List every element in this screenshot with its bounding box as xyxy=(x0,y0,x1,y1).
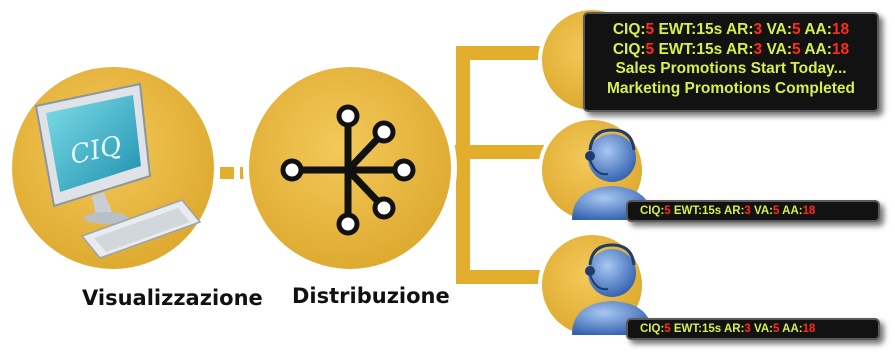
ciq-value: 5 xyxy=(664,323,671,335)
va-value: 5 xyxy=(792,21,801,38)
ciq-value: 5 xyxy=(664,205,671,217)
desktop-computer-icon: CIQ xyxy=(34,82,202,259)
aa-value: 18 xyxy=(802,205,816,217)
distribution-label: Distribuzione xyxy=(292,284,450,308)
aa-value: 18 xyxy=(802,323,816,335)
ewt-value: EWT:15s xyxy=(673,323,722,335)
ciq-key: CIQ: xyxy=(640,205,665,217)
status-row: CIQ:5 EWT:15s AR:3 VA:5 AA:18 xyxy=(585,40,877,60)
aa-key: AA: xyxy=(804,40,832,58)
agent-headset-icon xyxy=(572,243,652,335)
ewt-value: EWT:15s xyxy=(658,21,723,38)
aa-value: 18 xyxy=(831,21,850,38)
visualization-node: CIQ xyxy=(6,61,220,275)
ar-key: AR: xyxy=(723,205,745,217)
ciq-value: 5 xyxy=(645,40,655,58)
ciq-key: CIQ: xyxy=(612,21,646,38)
ciq-key: CIQ: xyxy=(640,323,665,335)
ewt-value: EWT:15s xyxy=(673,205,722,217)
ar-key: AR: xyxy=(723,323,745,335)
aa-value: 18 xyxy=(831,40,850,58)
ar-value: 3 xyxy=(744,323,751,335)
va-key: VA: xyxy=(766,40,792,58)
aa-key: AA: xyxy=(782,205,803,217)
va-key: VA: xyxy=(766,21,792,38)
status-row: CIQ:5 EWT:15s AR:3 VA:5 AA:18 xyxy=(585,20,877,40)
board-message: Marketing Promotions Completed xyxy=(606,79,856,97)
aa-key: AA: xyxy=(804,21,832,38)
agent-board-2: CIQ:5 EWT:15s AR:3 VA:5 AA:18 xyxy=(626,318,880,340)
visualization-label: Visualizzazione xyxy=(82,286,263,310)
aa-key: AA: xyxy=(782,323,803,335)
ar-value: 3 xyxy=(753,21,763,38)
va-value: 5 xyxy=(772,205,780,217)
ar-value: 3 xyxy=(753,40,763,58)
connector-tree xyxy=(445,46,556,284)
distribution-node xyxy=(243,61,457,275)
va-value: 5 xyxy=(772,323,780,335)
ar-value: 3 xyxy=(744,205,751,217)
ar-key: AR: xyxy=(725,21,754,38)
va-key: VA: xyxy=(754,323,773,335)
ciq-key: CIQ: xyxy=(612,40,646,58)
ciq-value: 5 xyxy=(645,21,655,38)
agent-board-1: CIQ:5 EWT:15s AR:3 VA:5 AA:18 xyxy=(626,200,880,222)
va-key: VA: xyxy=(754,205,773,217)
ewt-value: EWT:15s xyxy=(658,40,723,58)
wallboard-large: CIQ:5 EWT:15s AR:3 VA:5 AA:18 CIQ:5 EWT:… xyxy=(583,12,879,112)
hub-nodes xyxy=(280,104,416,236)
board-message: Sales Promotions Start Today... xyxy=(615,60,847,77)
ar-key: AR: xyxy=(725,40,754,58)
va-value: 5 xyxy=(792,40,801,58)
